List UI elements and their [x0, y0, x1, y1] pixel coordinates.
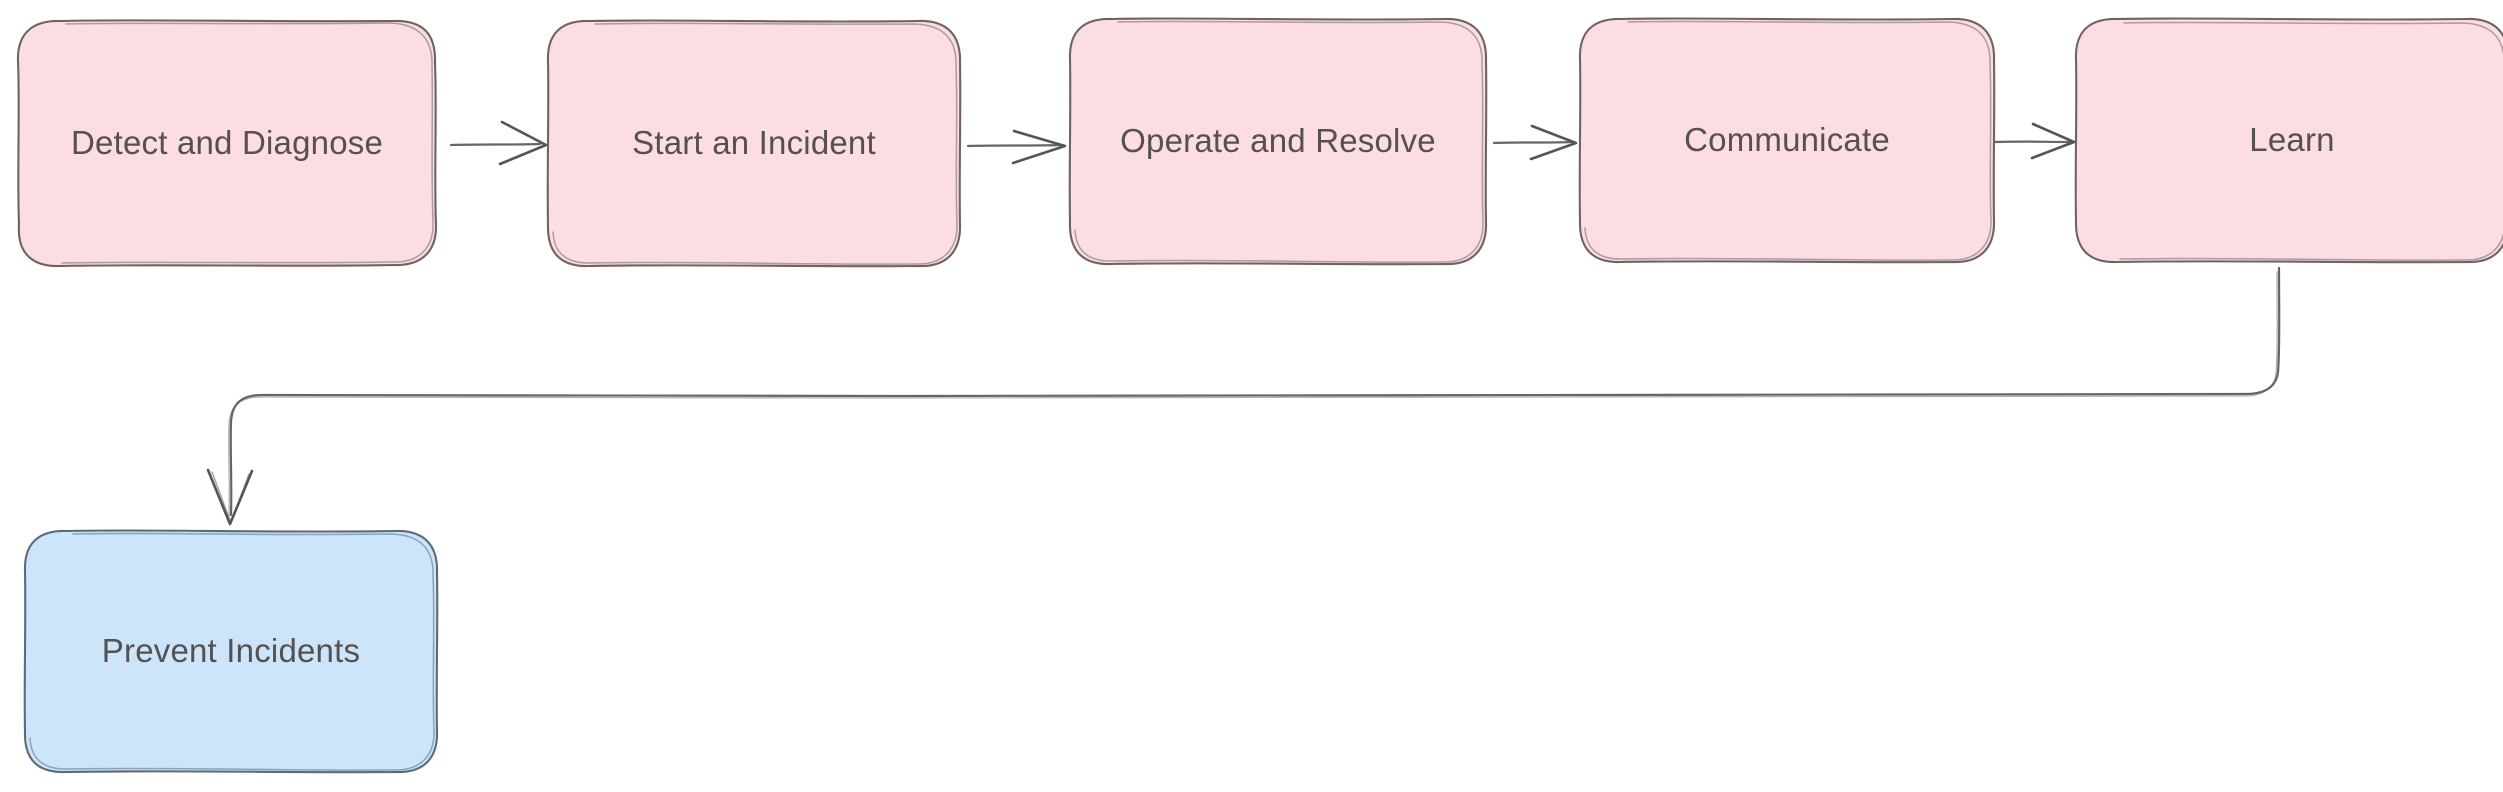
node-detect-fill: [18, 20, 436, 266]
node-start-fill: [548, 20, 960, 266]
edge-start-to-operate: [966, 129, 1067, 165]
node-detect-border-a: [16, 19, 438, 268]
node-prevent-incidents[interactable]: [23, 529, 439, 774]
node-operate-border-a: [1068, 17, 1488, 266]
edge-detect-to-start: [449, 120, 548, 166]
node-hit-learn[interactable]: [2076, 18, 2503, 262]
node-start-an-incident[interactable]: [546, 19, 962, 268]
edge-operate-to-communicate-arrowhead: [1529, 124, 1578, 161]
edge-learn-to-prevent: [206, 266, 2281, 526]
node-operate-border-b: [1074, 20, 1484, 263]
edge-communicate-to-learn-arrowhead: [2030, 122, 2076, 160]
node-learn-border-a: [2074, 17, 2503, 264]
node-hit-start-an-incident[interactable]: [548, 20, 960, 266]
edge-learn-to-prevent-line-sketch: [228, 271, 2278, 517]
edge-detect-to-start-line: [449, 142, 542, 147]
edge-operate-to-communicate: [1492, 124, 1578, 161]
edge-learn-to-prevent-arrowhead: [206, 468, 254, 526]
node-prevent-border-b: [29, 532, 435, 771]
node-detect-and-diagnose[interactable]: [16, 19, 438, 268]
node-learn-border-b: [2119, 21, 2503, 261]
node-operate-and-resolve[interactable]: [1068, 17, 1488, 266]
node-hit-communicate[interactable]: [1580, 18, 1994, 262]
node-hit-operate-and-resolve[interactable]: [1070, 18, 1486, 264]
node-learn[interactable]: [2074, 17, 2503, 264]
edge-learn-to-prevent-arrowhead-sketch: [211, 471, 250, 524]
edge-communicate-to-learn: [1993, 122, 2076, 160]
edge-operate-to-communicate-line: [1492, 140, 1574, 145]
node-communicate-fill: [1580, 18, 1994, 262]
node-communicate-border-b: [1584, 20, 1992, 261]
node-detect-border-b: [61, 22, 434, 264]
node-prevent-fill: [25, 530, 437, 772]
node-operate-fill: [1070, 18, 1486, 264]
node-start-border-b: [552, 22, 958, 265]
node-prevent-border-a: [23, 529, 439, 774]
edge-detect-to-start-arrowhead: [498, 120, 548, 166]
node-communicate[interactable]: [1578, 17, 1996, 264]
edge-start-to-operate-arrowhead: [1011, 129, 1067, 165]
node-hit-detect-and-diagnose[interactable]: [18, 20, 436, 266]
node-hit-prevent-incidents[interactable]: [25, 530, 437, 772]
node-communicate-border-a: [1578, 17, 1996, 264]
node-start-border-a: [546, 19, 962, 268]
edge-learn-to-prevent-line: [229, 266, 2281, 517]
node-learn-fill: [2076, 18, 2503, 262]
edge-start-to-operate-line: [966, 143, 1065, 148]
